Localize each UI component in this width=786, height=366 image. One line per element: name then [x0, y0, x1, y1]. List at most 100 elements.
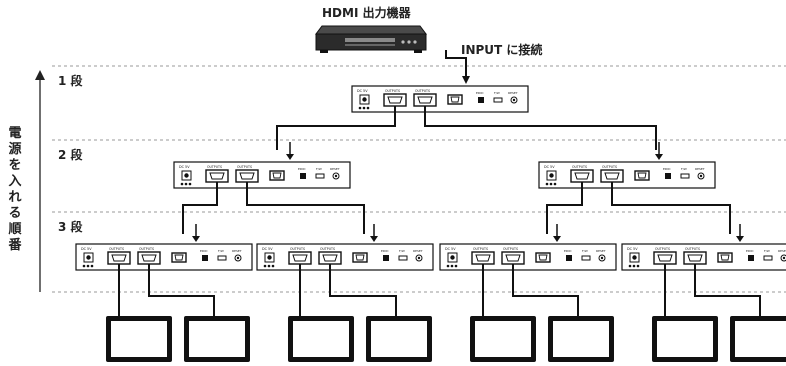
- edid-label: EDID: [381, 249, 389, 253]
- output-label-2: OUTPUTS: [415, 89, 430, 93]
- cable-tier2R-to-tier3-3: [546, 182, 583, 234]
- fw-label: F/W: [764, 249, 770, 253]
- arrow-tier2-right-head: [655, 154, 663, 160]
- edid-switch: [202, 255, 208, 261]
- status-led: [553, 182, 557, 186]
- hdmi-port-contact: [687, 254, 703, 262]
- reset-label: RESET: [508, 91, 518, 95]
- fw-label: F/W: [218, 249, 224, 253]
- hdmi-input-port: [269, 170, 285, 181]
- hdmi-output-port-2: [318, 251, 342, 265]
- fw-port: [398, 255, 408, 261]
- source-top: [315, 25, 427, 35]
- monitor-screen: [371, 321, 427, 357]
- arrow-tier2-left-head: [286, 154, 294, 160]
- power-on-order-title: 電源を入れる順番: [8, 126, 22, 253]
- hdmi-port-contact: [417, 96, 433, 104]
- hdmi-port-contact: [387, 96, 403, 104]
- hdmi-port-contact: [475, 254, 491, 262]
- hdmi-port-contact: [292, 254, 308, 262]
- power-label: DC 5V: [627, 247, 638, 251]
- reset-label: RESET: [413, 249, 423, 253]
- status-led: [82, 264, 86, 268]
- hdmi-port-contact: [209, 172, 225, 180]
- arrow-tier3-3-head: [553, 236, 561, 242]
- disc-tray: [345, 44, 395, 46]
- fw-port: [315, 173, 325, 179]
- monitor-screen: [475, 321, 531, 357]
- status-led: [358, 106, 362, 110]
- tier-3-label: 3 段: [58, 220, 83, 234]
- fw-label: F/W: [399, 249, 405, 253]
- status-led: [454, 264, 458, 268]
- status-led: [267, 264, 271, 268]
- monitor-screen: [293, 321, 349, 357]
- reset-label: RESET: [695, 167, 705, 171]
- fw-port: [680, 173, 690, 179]
- edid-switch: [748, 255, 754, 261]
- power-label: DC 5V: [544, 165, 555, 169]
- hdmi-input-contact: [720, 254, 730, 261]
- hdmi-port-contact: [657, 254, 673, 262]
- monitor-3: [288, 316, 354, 366]
- hdmi-input-contact: [272, 172, 282, 179]
- hdmi-output-port-2: [137, 251, 161, 265]
- hdmi-port-contact: [604, 172, 620, 180]
- monitor-screen: [553, 321, 609, 357]
- hdmi-input-port: [352, 252, 368, 263]
- power-label: DC 5V: [445, 247, 456, 251]
- monitor-screen: [189, 321, 245, 357]
- cable-tier2L-to-tier3-2: [246, 182, 365, 234]
- output-label-2: OUTPUTS: [503, 247, 518, 251]
- output-label-1: OUTPUTS: [290, 247, 305, 251]
- edid-switch: [383, 255, 389, 261]
- monitor-screen: [111, 321, 167, 357]
- hdmi-output-port-1: [653, 251, 677, 265]
- hdmi-output-port-2: [600, 169, 624, 183]
- status-led: [628, 264, 632, 268]
- output-label-1: OUTPUTS: [385, 89, 400, 93]
- power-jack-pin: [267, 255, 272, 260]
- status-led: [188, 182, 192, 186]
- hdmi-port-contact: [322, 254, 338, 262]
- hdmi-input-port: [447, 94, 463, 105]
- order-axis-arrowhead: [35, 70, 45, 80]
- monitor-4: [366, 316, 432, 366]
- edid-label: EDID: [476, 91, 484, 95]
- edid-label: EDID: [663, 167, 671, 171]
- fw-port: [581, 255, 591, 261]
- hdmi-output-port-2: [501, 251, 525, 265]
- arrow-tier3-1-head: [192, 236, 200, 242]
- source-foot: [320, 50, 328, 53]
- fw-port: [493, 97, 503, 103]
- output-label-2: OUTPUTS: [602, 165, 617, 169]
- monitor-2: [184, 316, 250, 366]
- hdmi-input-port: [535, 252, 551, 263]
- status-led: [549, 182, 553, 186]
- input-connection-note: INPUT に接続: [461, 43, 543, 57]
- hdmi-output-port-2: [683, 251, 707, 265]
- fw-label: F/W: [316, 167, 322, 171]
- monitor-6: [548, 316, 614, 366]
- cable-source-to-tier1: [445, 50, 467, 80]
- power-jack-pin: [86, 255, 91, 260]
- hdmi-input-port: [171, 252, 187, 263]
- output-label-2: OUTPUTS: [237, 165, 252, 169]
- source-button: [413, 40, 417, 44]
- reset-button-core: [512, 98, 516, 102]
- edid-label: EDID: [298, 167, 306, 171]
- hdmi-port-contact: [574, 172, 590, 180]
- cable-to-monitor: [329, 264, 397, 318]
- reset-button-core: [236, 256, 240, 260]
- fw-port: [763, 255, 773, 261]
- source-device-label: HDMI 出力機器: [322, 6, 411, 20]
- tier-2-label: 2 段: [58, 148, 83, 162]
- edid-label: EDID: [200, 249, 208, 253]
- hdmi-output-port-1: [288, 251, 312, 265]
- hdmi-output-port-1: [570, 169, 594, 183]
- source-device: [315, 25, 427, 53]
- output-label-2: OUTPUTS: [320, 247, 335, 251]
- power-label: DC 5V: [179, 165, 190, 169]
